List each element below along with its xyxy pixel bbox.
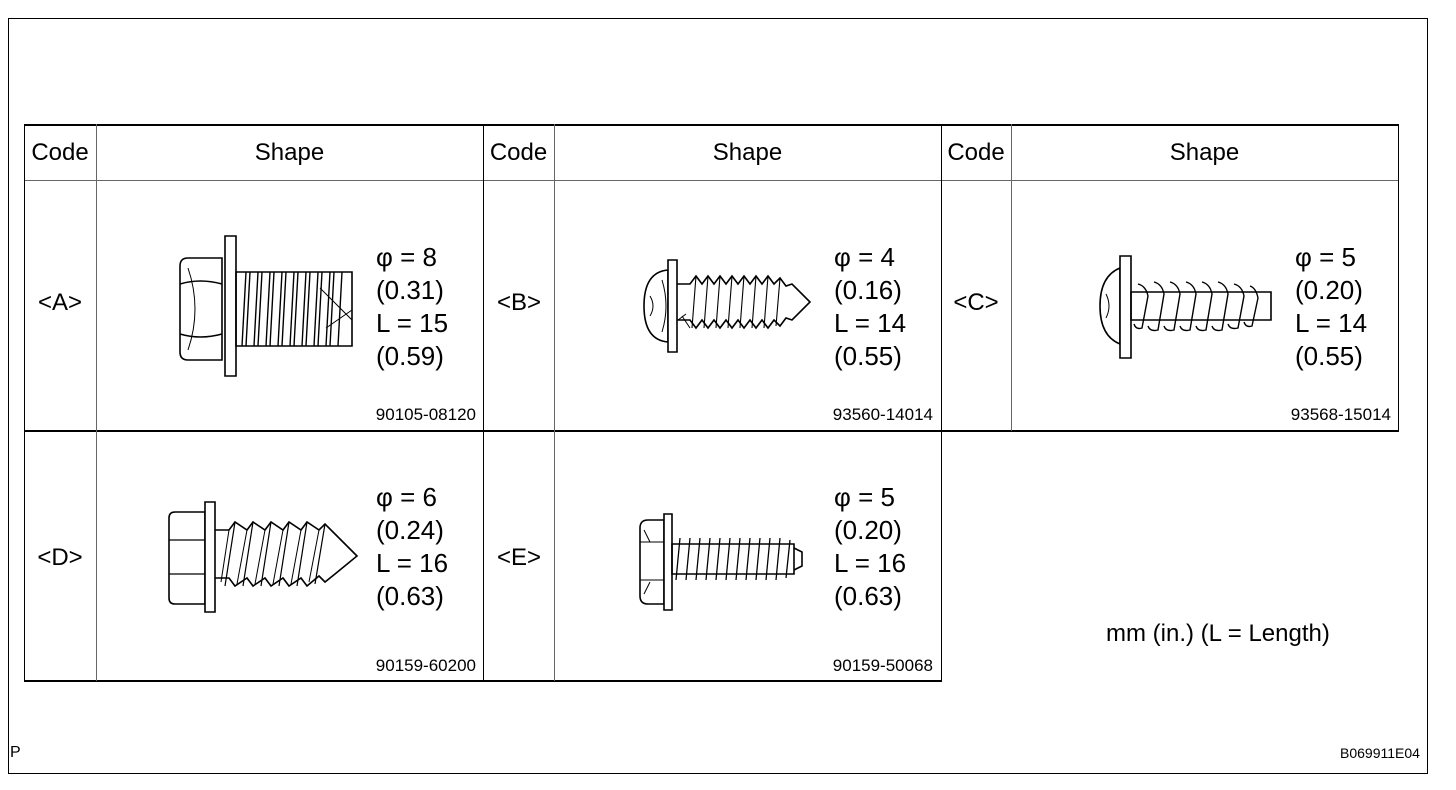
spec-c-length-in: (0.55) bbox=[1295, 341, 1363, 371]
header-shape-1: Shape bbox=[254, 139, 325, 166]
header-shape-3: Shape bbox=[1169, 139, 1240, 166]
spec-e-diameter-in: (0.20) bbox=[834, 515, 902, 545]
code-a: <A> bbox=[37, 289, 83, 316]
spec-b: φ = 4 (0.16) L = 14 (0.55) bbox=[834, 241, 906, 373]
figure-frame bbox=[8, 18, 1428, 774]
spec-b-diameter-in: (0.16) bbox=[834, 275, 902, 305]
table-left-border bbox=[24, 124, 25, 681]
col-divider-4 bbox=[941, 124, 942, 681]
hex-washer-tapping-screw-icon bbox=[165, 494, 365, 614]
col-divider-2 bbox=[483, 124, 484, 681]
col-divider-1 bbox=[96, 124, 97, 681]
part-number-a: 90105-08120 bbox=[375, 405, 476, 424]
spec-a-length: L = 15 bbox=[376, 308, 449, 338]
spec-c-diameter: φ = 5 bbox=[1295, 242, 1356, 272]
spec-a-length-in: (0.59) bbox=[376, 341, 444, 371]
table-right-border bbox=[1398, 124, 1399, 431]
spec-d-length-in: (0.63) bbox=[376, 581, 444, 611]
spec-e-length-in: (0.63) bbox=[834, 581, 902, 611]
header-code-3: Code bbox=[947, 139, 1005, 166]
spec-a: φ = 8 (0.31) L = 15 (0.59) bbox=[376, 241, 448, 373]
unit-note: mm (in.) (L = Length) bbox=[1106, 620, 1330, 647]
col-divider-5 bbox=[1011, 124, 1012, 431]
code-c: <C> bbox=[953, 289, 999, 316]
code-b: <B> bbox=[496, 289, 542, 316]
spec-c: φ = 5 (0.20) L = 14 (0.55) bbox=[1295, 241, 1367, 373]
spec-e-diameter: φ = 5 bbox=[834, 482, 895, 512]
pan-head-tapping-screw-icon bbox=[640, 256, 820, 356]
code-d: <D> bbox=[37, 544, 83, 571]
spec-d-diameter: φ = 6 bbox=[376, 482, 437, 512]
col-divider-3 bbox=[554, 124, 555, 681]
header-code-1: Code bbox=[31, 139, 89, 166]
spec-e-length: L = 16 bbox=[834, 548, 907, 578]
spec-c-length: L = 14 bbox=[1295, 308, 1368, 338]
part-number-d: 90159-60200 bbox=[375, 656, 476, 675]
flange-hex-bolt-icon bbox=[170, 228, 360, 388]
spec-b-length-in: (0.55) bbox=[834, 341, 902, 371]
part-number-b: 93560-14014 bbox=[832, 405, 933, 424]
spec-d: φ = 6 (0.24) L = 16 (0.63) bbox=[376, 481, 448, 613]
code-e: <E> bbox=[496, 544, 542, 571]
spec-b-diameter: φ = 4 bbox=[834, 242, 895, 272]
part-number-c: 93568-15014 bbox=[1290, 405, 1391, 424]
header-divider bbox=[24, 180, 1399, 181]
header-shape-2: Shape bbox=[712, 139, 783, 166]
row-divider bbox=[24, 430, 1399, 432]
table-top-border bbox=[24, 124, 1399, 126]
corner-mark: P bbox=[10, 744, 21, 761]
part-number-e: 90159-50068 bbox=[832, 656, 933, 675]
hex-washer-screw-icon bbox=[636, 512, 816, 612]
spec-c-diameter-in: (0.20) bbox=[1295, 275, 1363, 305]
spec-e: φ = 5 (0.20) L = 16 (0.63) bbox=[834, 481, 906, 613]
table-bottom-border bbox=[24, 680, 942, 682]
spec-d-length: L = 16 bbox=[376, 548, 449, 578]
figure-id: B069911E04 bbox=[1340, 745, 1420, 761]
spec-d-diameter-in: (0.24) bbox=[376, 515, 444, 545]
spec-b-length: L = 14 bbox=[834, 308, 907, 338]
spec-a-diameter-in: (0.31) bbox=[376, 275, 444, 305]
round-head-screw-icon bbox=[1098, 250, 1278, 362]
spec-a-diameter: φ = 8 bbox=[376, 242, 437, 272]
header-code-2: Code bbox=[489, 139, 548, 166]
